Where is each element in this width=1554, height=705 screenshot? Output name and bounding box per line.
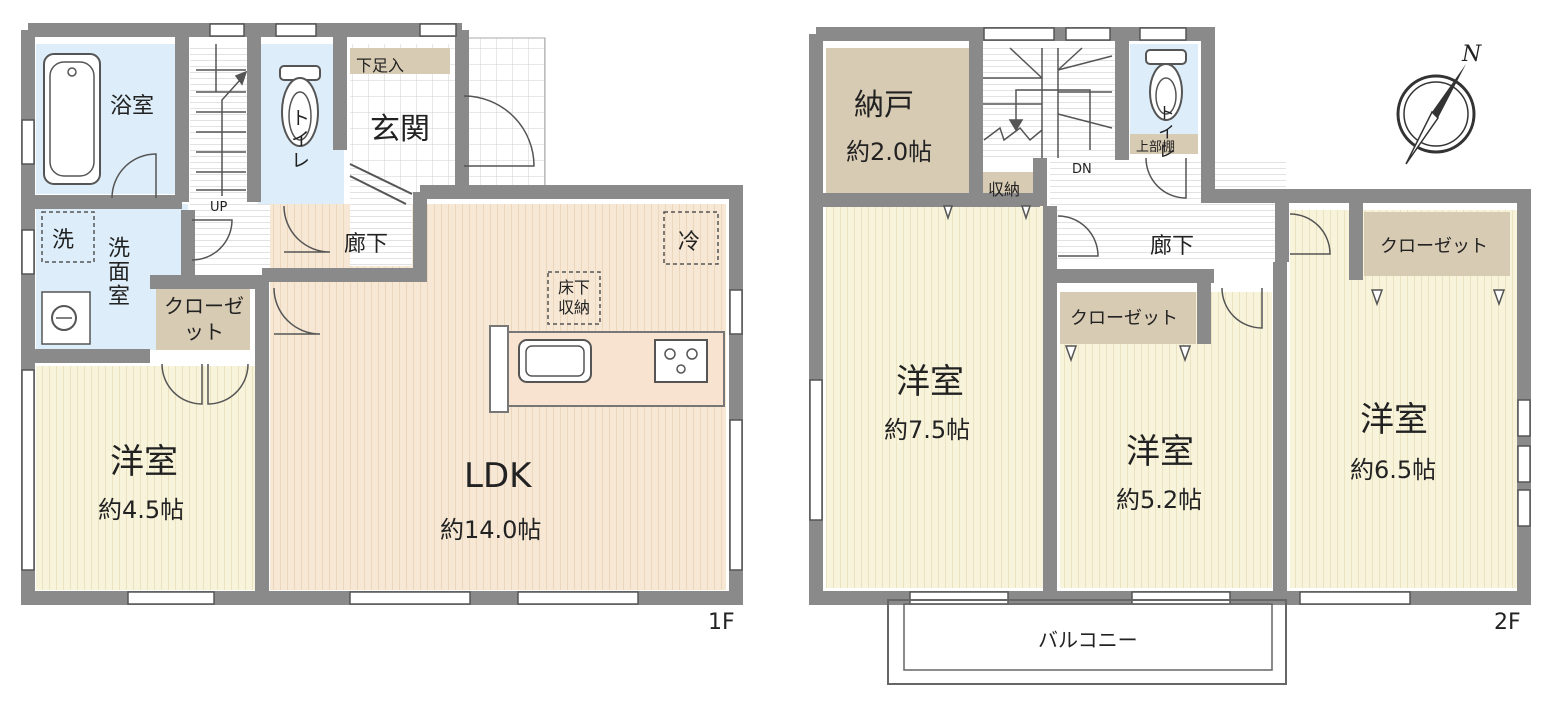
toilet-1f-label: トイレ xyxy=(288,108,310,171)
closet-2f-east-label: クローゼット xyxy=(1380,236,1488,257)
storeroom-floor xyxy=(826,48,972,194)
sink-icon xyxy=(518,339,592,383)
walls-2f xyxy=(809,27,1531,605)
stairs-2f xyxy=(982,48,1116,158)
western-room-1f-area: 約4.5帖 xyxy=(98,496,185,524)
closet-2f-center-label: クローゼット xyxy=(1070,308,1178,329)
upper-shelf xyxy=(1130,134,1198,154)
storeroom-label: 納戸 xyxy=(854,88,914,123)
windows-1f xyxy=(21,23,743,605)
wash-mark: 洗 xyxy=(52,228,75,253)
upper-shelf-label: 上部棚 xyxy=(1136,140,1176,155)
stairs-2f-lines xyxy=(982,47,1113,158)
floor-1f xyxy=(21,23,743,605)
balcony-outline xyxy=(887,599,1287,685)
storeroom-area: 約2.0帖 xyxy=(846,138,933,166)
closet-2f-center xyxy=(1060,292,1196,344)
entrance-label: 玄関 xyxy=(370,112,430,147)
stairs-1f-lines xyxy=(196,44,248,196)
floor-2f xyxy=(809,27,1531,685)
bath-label: 浴室 xyxy=(110,94,155,119)
compass-icon xyxy=(1396,64,1476,165)
western-room-c-area: 約6.5帖 xyxy=(1350,456,1437,484)
western-room-1f-label: 洋室 xyxy=(110,442,178,482)
fridge-marker xyxy=(663,211,719,265)
floor-1f-label: 1F xyxy=(708,610,735,635)
western-room-c-label: 洋室 xyxy=(1360,400,1428,440)
porch-floor xyxy=(460,38,545,188)
western-room-b-area: 約5.2帖 xyxy=(1116,486,1203,514)
doors-2f xyxy=(1057,157,1331,329)
closet-1f-label: クローゼット xyxy=(164,294,244,344)
bathtub-icon xyxy=(43,53,101,185)
shoe-storage xyxy=(350,48,450,74)
floor-2f-label: 2F xyxy=(1494,610,1521,635)
counter-end xyxy=(489,325,509,413)
toilet-2f-label: トイレ xyxy=(1154,104,1174,161)
underfloor-storage-label: 床下収納 xyxy=(557,278,590,317)
balcony-label: バルコニー xyxy=(1038,628,1138,652)
compass-north-label: N xyxy=(1462,42,1482,67)
hallway-2f-label: 廊下 xyxy=(1150,234,1195,259)
hallway-1f-label: 廊下 xyxy=(344,232,389,257)
washroom-label: 洗面室 xyxy=(104,236,129,308)
underfloor-storage-marker xyxy=(547,271,601,325)
western-room-a-label: 洋室 xyxy=(896,362,964,402)
doors-1f xyxy=(111,95,535,405)
closet-1f xyxy=(156,288,250,350)
toilet-2f-icon xyxy=(1145,49,1187,65)
storage-2f-label: 収納 xyxy=(988,180,1021,199)
western-room-1f-floor xyxy=(36,366,258,590)
stairs-up-label: UP xyxy=(210,200,228,215)
ldk-label: LDK xyxy=(464,456,532,496)
wash-basin-marker xyxy=(41,211,95,263)
western-room-a-area: 約7.5帖 xyxy=(884,416,971,444)
hallway-2f-floor xyxy=(1050,160,1286,264)
stairs-1f xyxy=(190,44,250,204)
closet-door-marks xyxy=(942,205,1506,363)
closet-2f-east xyxy=(1364,212,1510,276)
western-room-a-floor xyxy=(826,204,1046,588)
shoe-storage-label: 下足入 xyxy=(356,56,405,75)
ldk-area: 約14.0帖 xyxy=(440,516,542,544)
western-room-b-label: 洋室 xyxy=(1126,432,1194,472)
stove-icon xyxy=(654,339,708,383)
stairs-down-label: DN xyxy=(1072,162,1092,177)
fridge-label: 冷 xyxy=(678,230,701,255)
